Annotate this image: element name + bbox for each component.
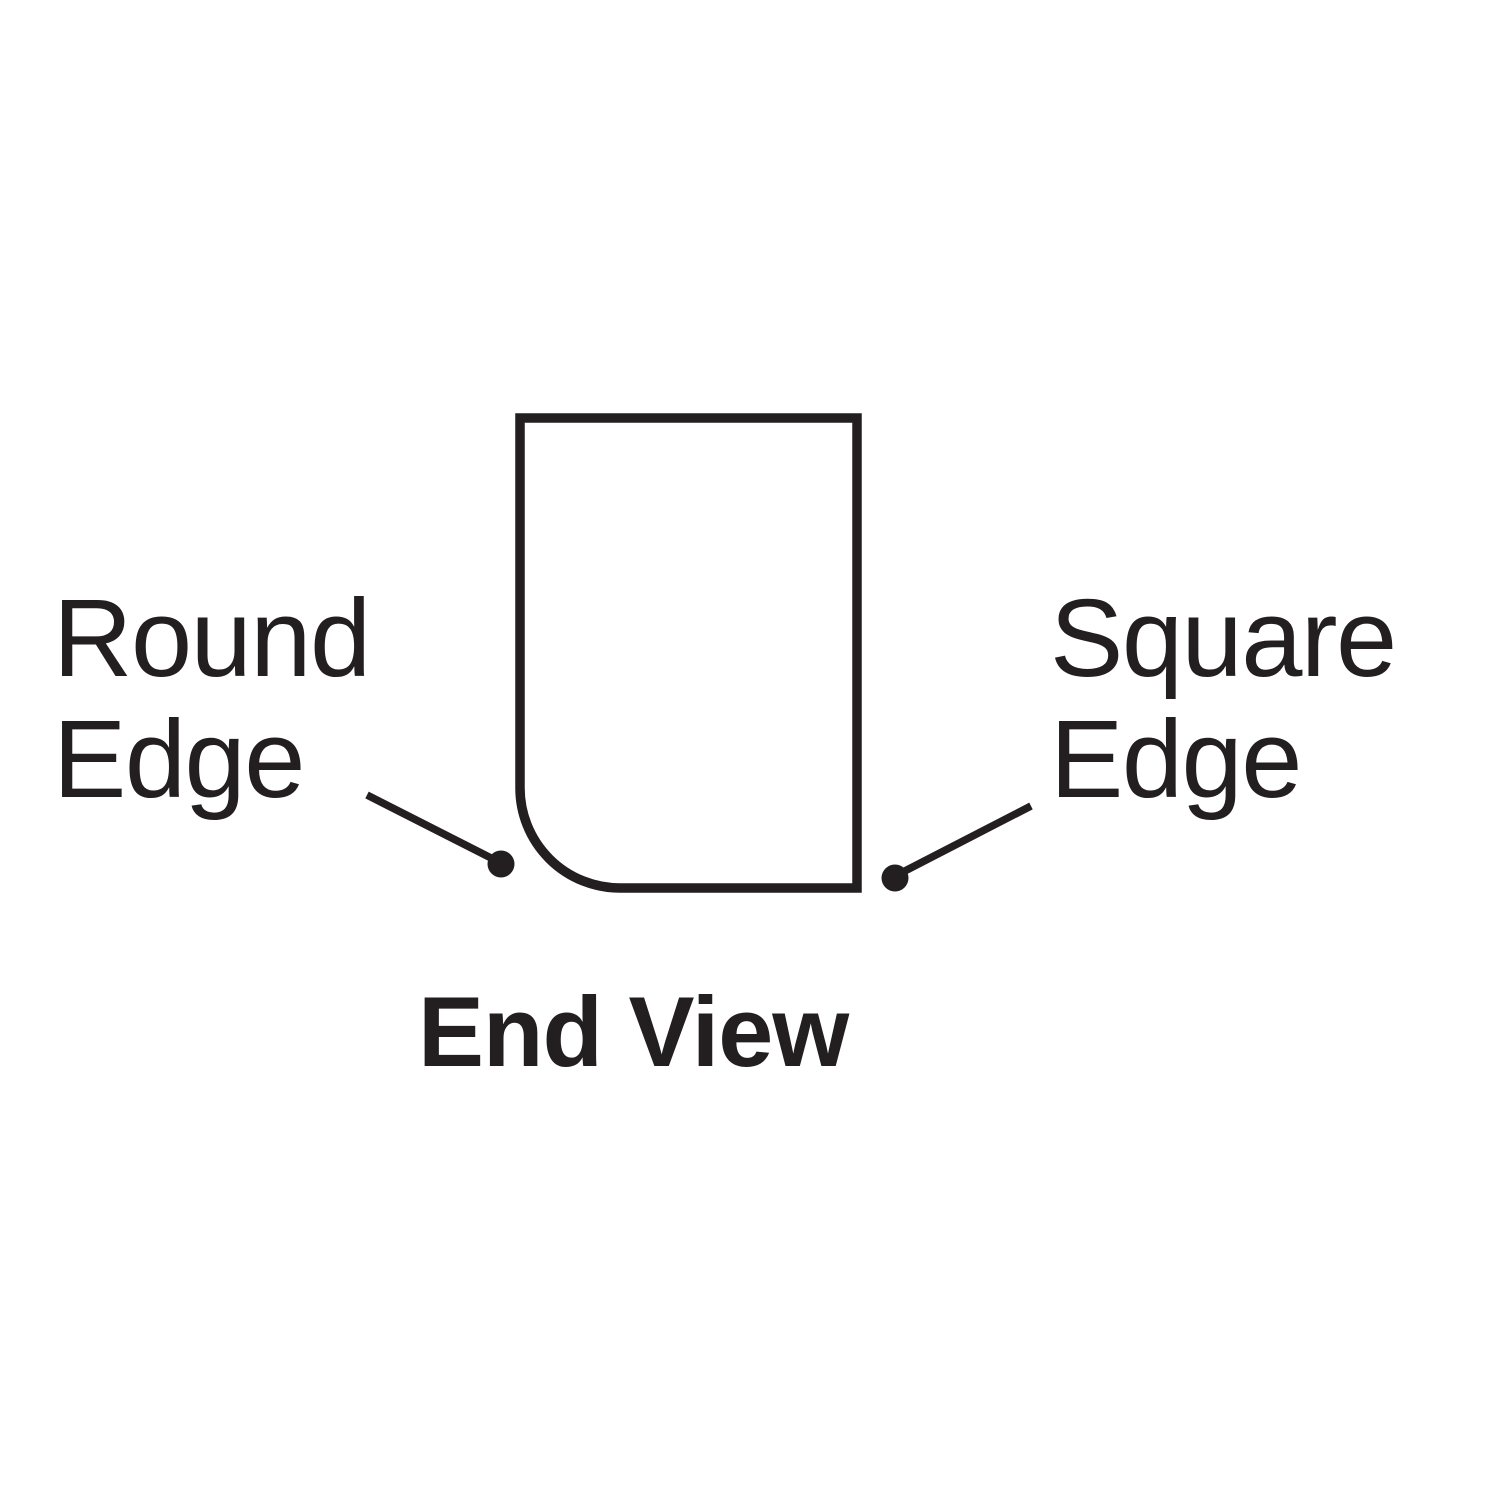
annotation-label-round-edge-line2: Edge: [53, 698, 305, 821]
annotation-label-round-edge: Round Edge: [53, 577, 371, 821]
annotation-label-round-edge-line1: Round: [53, 577, 371, 700]
leader-line-square-edge: [899, 802, 1033, 877]
annotation-label-square-edge-line1: Square: [1050, 577, 1397, 700]
diagram-caption: End View: [418, 976, 849, 1087]
annotation-label-square-edge-line2: Edge: [1050, 698, 1302, 821]
marker-dot-square-edge: [881, 864, 909, 892]
marker-dot-round-edge: [487, 850, 515, 878]
cross-section-profile-outline: [515, 413, 862, 893]
leader-line-round-edge: [365, 791, 497, 864]
annotation-label-square-edge: Square Edge: [1050, 577, 1397, 821]
